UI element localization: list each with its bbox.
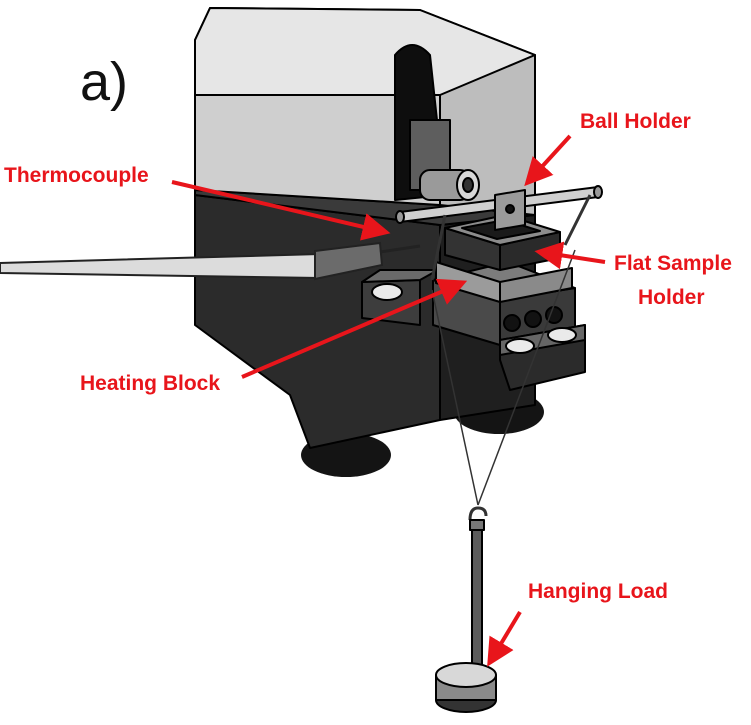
flat-sample-holder-label-line1: Flat Sample [614, 252, 732, 275]
ball-holder-arrow [524, 134, 572, 187]
front-tray [499, 324, 586, 391]
hanging-load-arrow [487, 610, 522, 667]
ball-holder [395, 185, 603, 281]
panel-label: a) [80, 52, 128, 112]
hanging-load [435, 506, 497, 713]
flat-sample-holder-arrow [534, 241, 606, 270]
thermocouple-probe [0, 241, 421, 281]
ball-holder-label: Ball Holder [580, 110, 691, 133]
hanging-load-label: Hanging Load [528, 580, 668, 603]
thermocouple-label: Thermocouple [4, 164, 149, 187]
spindle [419, 169, 480, 201]
machine-housing [194, 7, 536, 216]
heating-block-arrow [241, 278, 468, 379]
flat-sample-holder-label-line2: Holder [638, 286, 705, 309]
thermocouple-arrow [171, 180, 391, 241]
load-wires [431, 249, 576, 506]
heating-block-label: Heating Block [80, 372, 220, 395]
callout-arrows [171, 134, 606, 667]
